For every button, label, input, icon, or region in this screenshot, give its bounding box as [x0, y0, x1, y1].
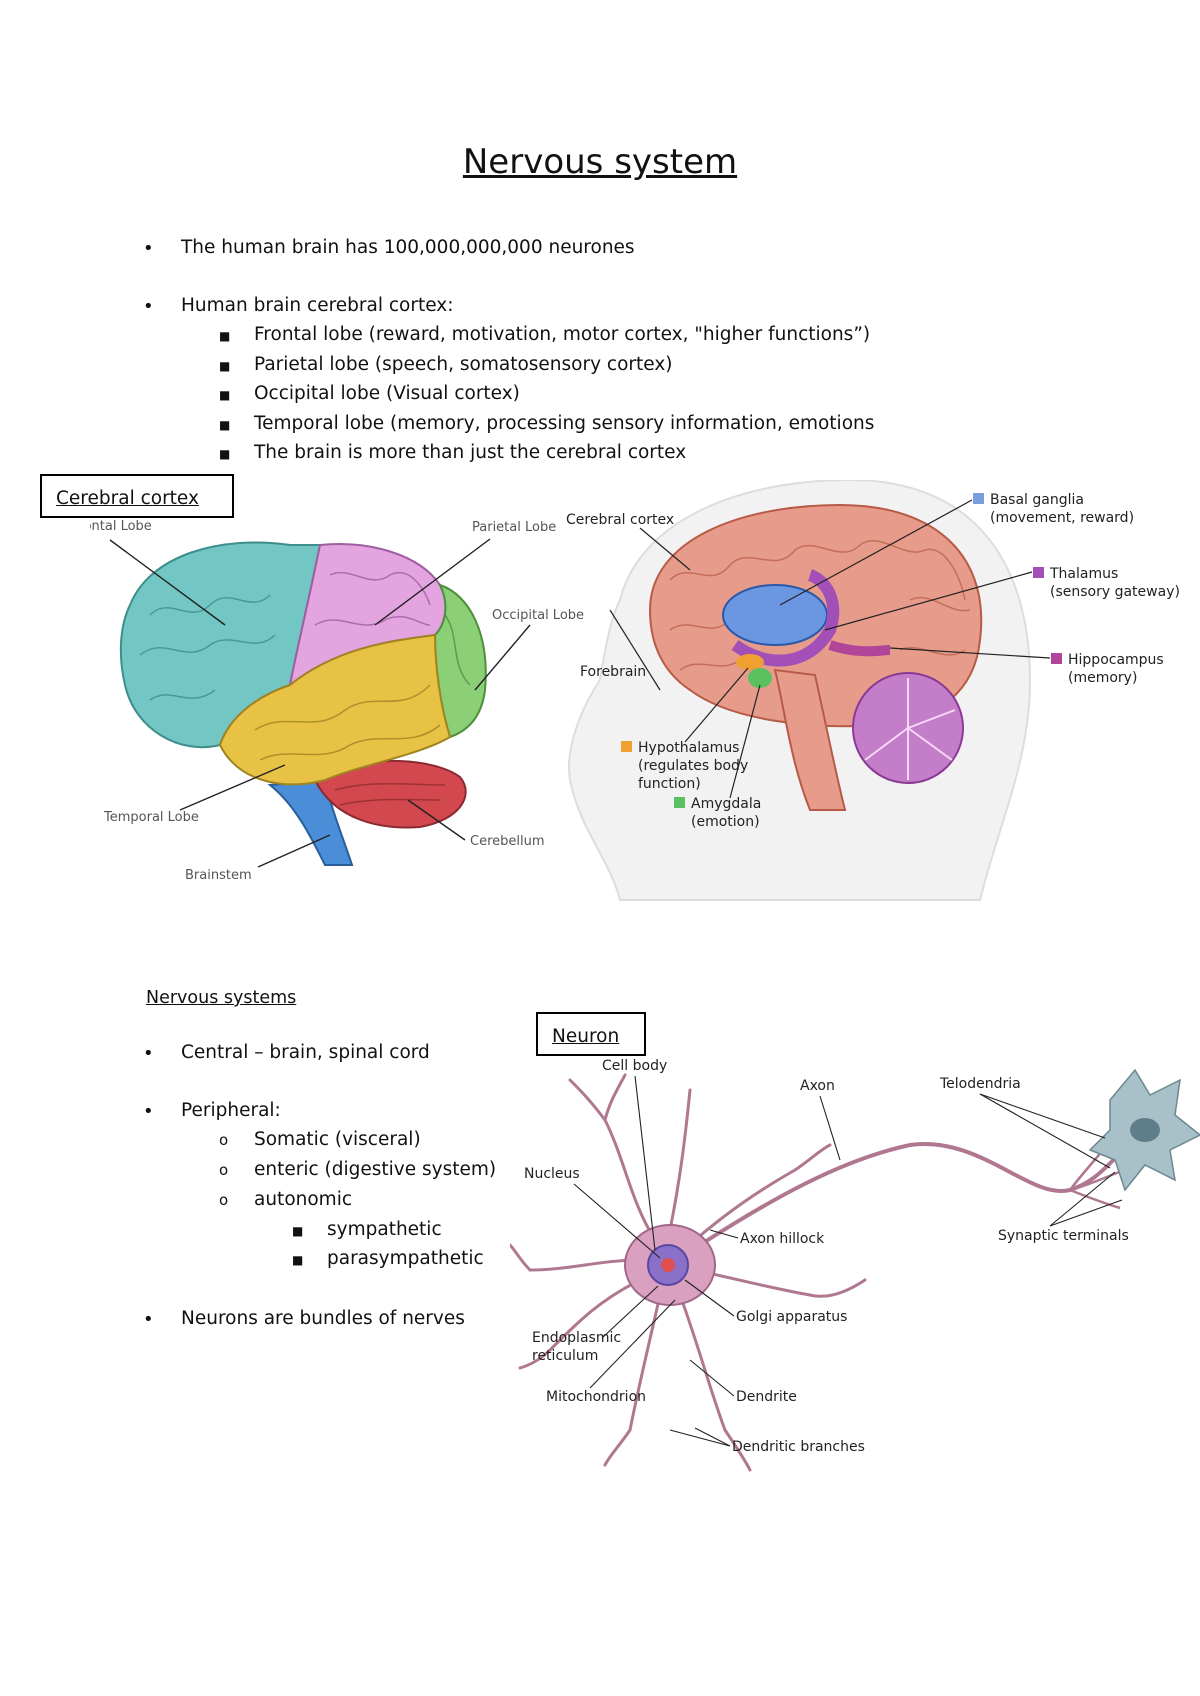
- amygdala-shape: [748, 668, 772, 688]
- circle-bullet: o: [219, 1161, 229, 1179]
- peripheral-sub: autonomic: [254, 1189, 353, 1210]
- circle-bullet: o: [219, 1191, 229, 1209]
- hippocampus-note: (memory): [1068, 670, 1137, 686]
- peripheral-sub: Somatic (visceral): [254, 1129, 421, 1150]
- temporal-lobe-label: Temporal Lobe: [103, 810, 199, 825]
- amygdala-note: (emotion): [691, 814, 760, 830]
- autonomic-sub: sympathetic: [327, 1219, 442, 1240]
- peripheral-item: Peripheral:: [181, 1100, 281, 1121]
- parietal-lobe-label: Parietal Lobe: [472, 520, 556, 535]
- hypothalamus-shape: [736, 654, 764, 670]
- amygdala-swatch: [674, 797, 685, 808]
- brainstem-sagittal: [773, 668, 847, 811]
- peripheral-sub: enteric (digestive system): [254, 1159, 497, 1180]
- square-bullet: ■: [219, 388, 231, 402]
- square-bullet: ■: [219, 359, 231, 373]
- lateral-brain-illustration: Frontal Lobe Parietal Lobe Occipital Lob…: [90, 519, 584, 883]
- square-bullet: ■: [219, 418, 231, 432]
- lobe-item: Parietal lobe (speech, somatosensory cor…: [254, 354, 673, 375]
- axon-shape: [698, 1141, 1132, 1247]
- mitochondrion-label: Mitochondrion: [546, 1389, 646, 1405]
- amygdala-label: Amygdala: [691, 796, 761, 812]
- page-title: Nervous system: [462, 142, 738, 182]
- circle-bullet: o: [219, 1131, 229, 1149]
- hippocampus-swatch: [1051, 653, 1062, 664]
- lobe-item: Frontal lobe (reward, motivation, motor …: [254, 324, 871, 345]
- frontal-lobe-label: Frontal Lobe: [90, 519, 152, 534]
- neuron-label-box: Neuron: [536, 1012, 646, 1056]
- square-bullet: ■: [292, 1253, 304, 1267]
- nucleolus-shape: [661, 1258, 675, 1272]
- cerebellum-label: Cerebellum: [470, 834, 545, 849]
- thalamus-label: Thalamus: [1049, 566, 1118, 582]
- axon-hillock-label: Axon hillock: [740, 1231, 825, 1247]
- temporal-lobe-shape: [218, 633, 452, 786]
- golgi-label: Golgi apparatus: [736, 1309, 847, 1325]
- bullet-dot: •: [143, 1309, 154, 1330]
- lobe-item: Temporal lobe (memory, processing sensor…: [254, 413, 875, 434]
- hypothalamus-note-2: function): [638, 776, 701, 792]
- neuron-label: Neuron: [552, 1026, 620, 1047]
- hippocampus-label: Hippocampus: [1068, 652, 1164, 668]
- bullet-dot: •: [143, 238, 154, 259]
- thalamus-note: (sensory gateway): [1050, 584, 1180, 600]
- cerebral-cortex-label: Cerebral cortex: [56, 488, 199, 509]
- thalamus-swatch: [1033, 567, 1044, 578]
- nucleus-label: Nucleus: [524, 1166, 580, 1182]
- neuron-illustration: Cell body Axon Telodendria Nucleus Axon …: [510, 1058, 1200, 1472]
- synaptic-terminals-label: Synaptic terminals: [998, 1228, 1129, 1244]
- hypothalamus-note-1: (regulates body: [638, 758, 748, 774]
- basal-ganglia-shape: [722, 584, 828, 646]
- neurons-note: Neurons are bundles of nerves: [181, 1308, 465, 1329]
- dendrite-label: Dendrite: [736, 1389, 797, 1405]
- er-label-1: Endoplasmic: [532, 1330, 621, 1346]
- thalamus-shape: [731, 569, 840, 667]
- bullet-dot: •: [143, 1043, 154, 1064]
- square-bullet: ■: [219, 329, 231, 343]
- square-bullet: ■: [219, 447, 231, 461]
- hypothalamus-swatch: [621, 741, 632, 752]
- axon-label: Axon: [800, 1078, 835, 1094]
- basal-ganglia-label: Basal ganglia: [990, 492, 1084, 508]
- lobe-item: Occipital lobe (Visual cortex): [254, 383, 520, 404]
- basal-ganglia-swatch: [973, 493, 984, 504]
- telodendria-label: Telodendria: [939, 1076, 1021, 1092]
- brainstem-label: Brainstem: [185, 868, 252, 883]
- basal-ganglia-note: (movement, reward): [990, 510, 1134, 526]
- hypothalamus-label: Hypothalamus: [638, 740, 739, 756]
- cerebral-cortex-label-box: Cerebral cortex: [40, 474, 234, 518]
- nervous-systems-heading: Nervous systems: [146, 988, 297, 1008]
- cerebral-cortex-sagittal-label: Cerebral cortex: [566, 512, 674, 528]
- bullet-text: Human brain cerebral cortex:: [181, 295, 454, 316]
- forebrain-label: Forebrain: [580, 664, 646, 680]
- hippocampus-shape: [828, 640, 891, 657]
- square-bullet: ■: [292, 1224, 304, 1238]
- central-item: Central – brain, spinal cord: [181, 1042, 430, 1063]
- cell-body-label: Cell body: [602, 1058, 667, 1074]
- target-nucleus: [1130, 1118, 1160, 1142]
- bullet-dot: •: [143, 1101, 154, 1122]
- er-label-2: reticulum: [532, 1348, 598, 1364]
- dendritic-branches-label: Dendritic branches: [732, 1439, 865, 1455]
- occipital-lobe-label: Occipital Lobe: [492, 608, 584, 623]
- bullet-dot: •: [143, 296, 154, 317]
- bullet-text: The human brain has 100,000,000,000 neur…: [181, 237, 635, 258]
- autonomic-sub: parasympathetic: [327, 1248, 484, 1269]
- sagittal-brain-illustration: Cerebral cortex Forebrain Basal ganglia …: [566, 480, 1180, 901]
- lobe-item: The brain is more than just the cerebral…: [254, 442, 687, 463]
